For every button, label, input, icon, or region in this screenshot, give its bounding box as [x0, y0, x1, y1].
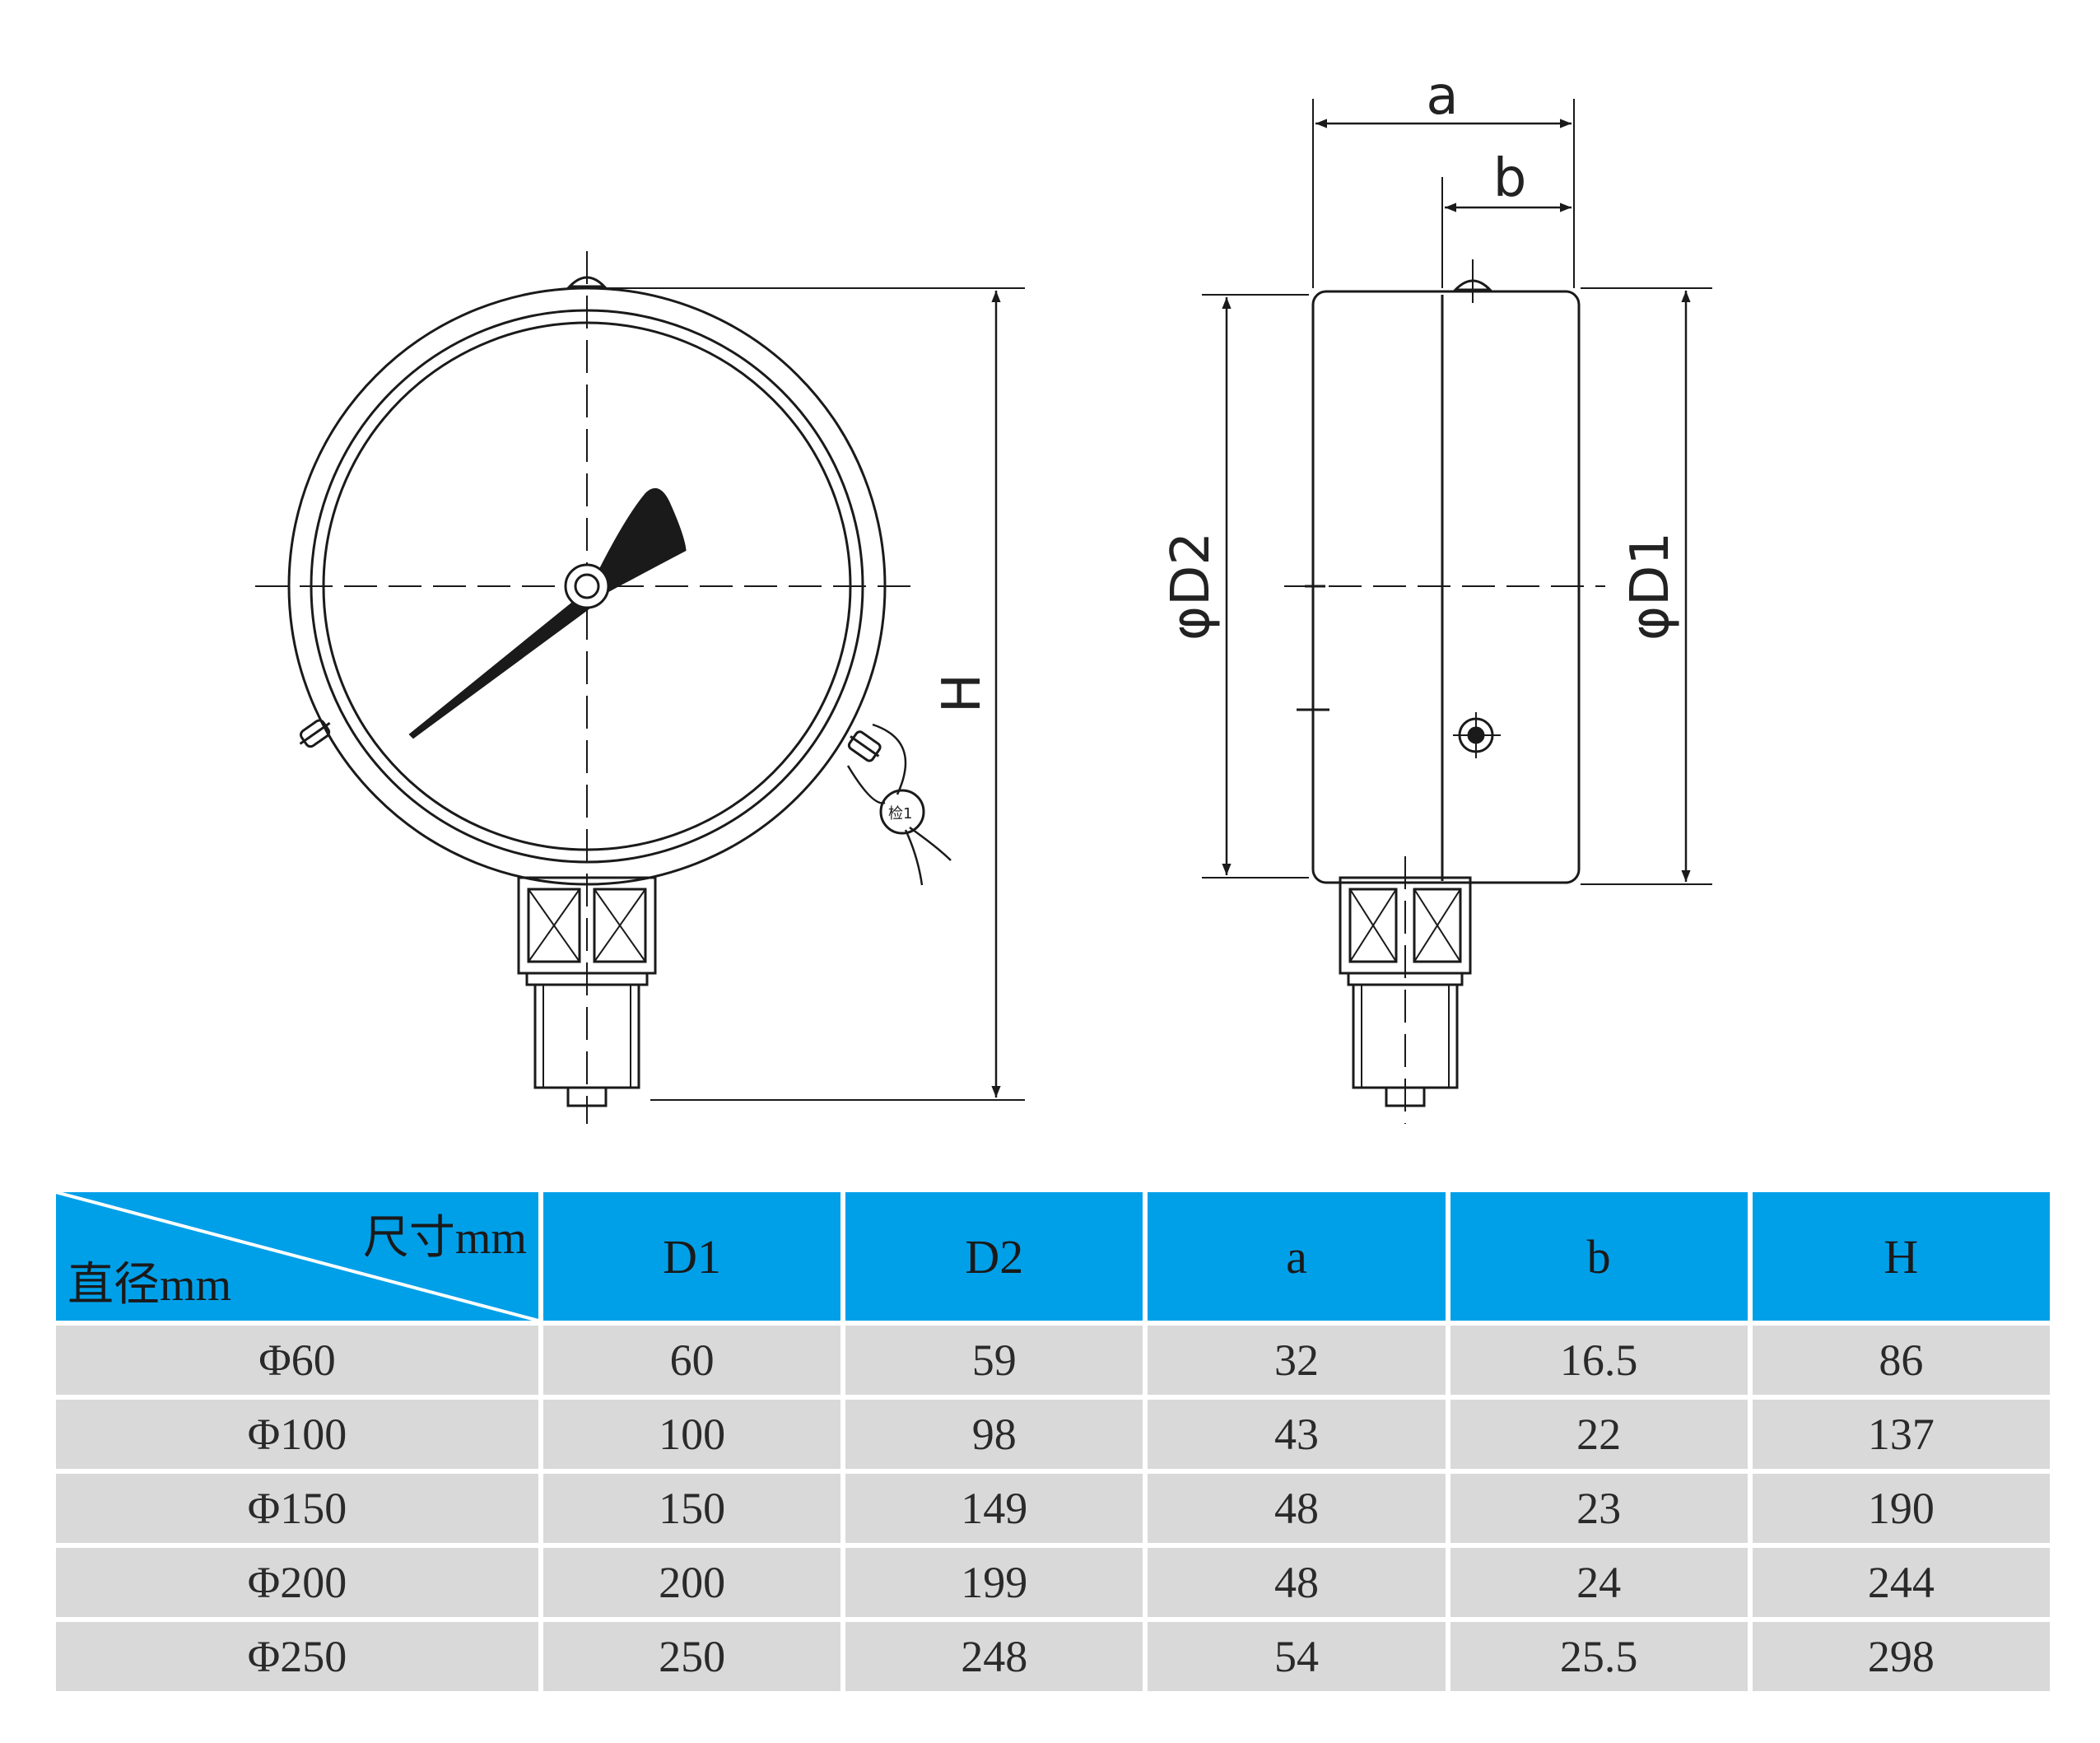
column-header: D1: [543, 1192, 841, 1321]
row-label: Φ60: [56, 1326, 538, 1395]
table-cell: 244: [1752, 1548, 2050, 1617]
table-cell: 32: [1148, 1326, 1446, 1395]
dimension-a-label: a: [1426, 66, 1458, 127]
dimension-d1-label: φD1: [1620, 532, 1681, 641]
seal-tag: [879, 789, 925, 835]
row-label: Φ100: [56, 1400, 538, 1469]
table-cell: 59: [845, 1326, 1143, 1395]
table-cell: 100: [543, 1400, 841, 1469]
seal-assembly: 检1: [846, 723, 952, 886]
table-cell: 199: [845, 1548, 1143, 1617]
column-header: a: [1148, 1192, 1446, 1321]
table-header-row: 尺寸mm 直径mm D1 D2 a b H: [56, 1192, 2050, 1321]
table-cell: 250: [543, 1622, 841, 1691]
gauge-pointer: [408, 487, 687, 739]
table-corner-header: 尺寸mm 直径mm: [56, 1192, 538, 1321]
table-cell: 60: [543, 1326, 841, 1395]
side-socket: [1339, 876, 1472, 1107]
technical-drawing: 检1: [255, 66, 1712, 1124]
table-cell: 22: [1450, 1400, 1748, 1469]
table-row: Φ100 100 98 43 22 137: [56, 1400, 2050, 1469]
table-cell: 48: [1148, 1474, 1446, 1543]
table-cell: 190: [1752, 1474, 2050, 1543]
side-view: a b φD2 φD1: [1161, 66, 1712, 1124]
table-cell: 25.5: [1450, 1622, 1748, 1691]
dimension-d1: φD1: [1581, 287, 1712, 885]
table-cell: 23: [1450, 1474, 1748, 1543]
table-cell: 24: [1450, 1548, 1748, 1617]
dimension-spec-table: 尺寸mm 直径mm D1 D2 a b H Φ60 60 59 32 16.5 …: [51, 1187, 2055, 1696]
front-socket: [517, 876, 657, 1107]
dimension-h: H: [605, 287, 1025, 1101]
table-row: Φ60 60 59 32 16.5 86: [56, 1326, 2050, 1395]
table-cell: 248: [845, 1622, 1143, 1691]
corner-size-label: 尺寸mm: [362, 1213, 527, 1264]
dimension-d2: φD2: [1161, 294, 1309, 878]
table-cell: 98: [845, 1400, 1143, 1469]
table-cell: 137: [1752, 1400, 2050, 1469]
row-label: Φ150: [56, 1474, 538, 1543]
table-cell: 149: [845, 1474, 1143, 1543]
dimension-b: b: [1441, 148, 1572, 288]
table-cell: 86: [1752, 1326, 2050, 1395]
dimension-h-label: H: [932, 673, 993, 713]
front-view: 检1: [255, 251, 1025, 1124]
dimension-a: a: [1312, 66, 1575, 288]
table-row: Φ150 150 149 48 23 190: [56, 1474, 2050, 1543]
table-cell: 150: [543, 1474, 841, 1543]
row-label: Φ250: [56, 1622, 538, 1691]
table-cell: 298: [1752, 1622, 2050, 1691]
table-cell: 48: [1148, 1548, 1446, 1617]
column-header: b: [1450, 1192, 1748, 1321]
side-top-screw: [1452, 279, 1493, 291]
table-row: Φ200 200 199 48 24 244: [56, 1548, 2050, 1617]
left-screw: [299, 719, 331, 748]
corner-diagonal: [56, 1192, 538, 1321]
table-row: Φ250 250 248 54 25.5 298: [56, 1622, 2050, 1691]
seal-tag-label: 检1: [888, 805, 912, 823]
table-cell: 43: [1148, 1400, 1446, 1469]
dimension-d2-label: φD2: [1161, 532, 1222, 641]
column-header: D2: [845, 1192, 1143, 1321]
table-cell: 54: [1148, 1622, 1446, 1691]
table-cell: 16.5: [1450, 1326, 1748, 1395]
dimension-b-label: b: [1493, 148, 1527, 209]
row-label: Φ200: [56, 1548, 538, 1617]
top-screw: [566, 276, 608, 288]
corner-diameter-label: 直径mm: [68, 1260, 232, 1311]
side-bolt: [1453, 712, 1501, 758]
table-cell: 200: [543, 1548, 841, 1617]
column-header: H: [1752, 1192, 2050, 1321]
